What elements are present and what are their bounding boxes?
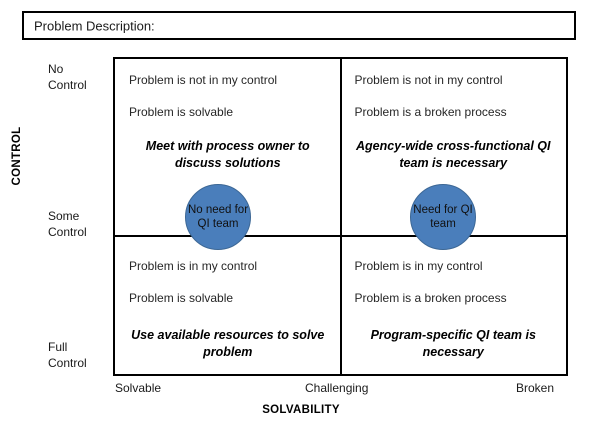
y-axis-tick-some-control-line1: Some Control — [48, 209, 87, 239]
quadrant-bottom-left[interactable]: Problem is in my control Problem is solv… — [115, 237, 341, 378]
y-axis-tick-no-control: No Control — [48, 62, 110, 93]
bubble-need-for-qi-team[interactable]: Need for QI team — [410, 184, 476, 250]
quadrant-bottom-left-condition-2: Problem is solvable — [129, 291, 234, 305]
x-axis-tick-broken: Broken — [516, 381, 555, 395]
y-axis-tick-full-control: Full Control — [48, 340, 110, 371]
horizontal-divider — [115, 235, 566, 237]
bubble-no-need-for-qi-team[interactable]: No need for QI team — [185, 184, 251, 250]
bubble-no-need-label: No need for QI team — [187, 203, 249, 230]
quadrant-bottom-left-condition-1: Problem is in my control — [129, 259, 258, 273]
quadrant-bottom-right-action: Program-specific QI team is necessary — [370, 328, 536, 359]
vertical-divider — [339, 59, 342, 374]
y-axis-tick-no-control-line1: No Control — [48, 62, 87, 92]
problem-description-label: Problem Description: — [34, 18, 155, 33]
quadrant-top-right-action: Agency-wide cross-functional QI team is … — [356, 139, 551, 170]
y-axis-tick-some-control: Some Control — [48, 209, 110, 240]
x-axis-tick-solvable: Solvable — [115, 381, 162, 395]
quadrant-top-left-condition-1: Problem is not in my control — [129, 73, 278, 87]
quadrant-top-left-action: Meet with process owner to discuss solut… — [145, 139, 310, 170]
quadrant-top-right-condition-2: Problem is a broken process — [354, 105, 507, 119]
quadrant-top-right-condition-1: Problem is not in my control — [354, 73, 503, 87]
quadrant-matrix: Problem is not in my control Problem is … — [113, 57, 568, 376]
x-axis-title: SOLVABILITY — [262, 404, 340, 416]
quadrant-top-left[interactable]: Problem is not in my control Problem is … — [115, 59, 341, 235]
bubble-need-label: Need for QI team — [413, 203, 473, 230]
y-axis-title: CONTROL — [11, 126, 23, 186]
quadrant-bottom-right[interactable]: Problem is in my control Problem is a br… — [341, 237, 567, 378]
quadrant-bottom-left-action: Use available resources to solve problem — [131, 328, 325, 359]
y-axis-tick-full-control-line1: Full Control — [48, 340, 87, 370]
quadrant-bottom-right-condition-2: Problem is a broken process — [354, 291, 507, 305]
quadrant-top-right[interactable]: Problem is not in my control Problem is … — [341, 59, 567, 235]
problem-description-box[interactable]: Problem Description: — [22, 11, 576, 40]
quadrant-top-left-condition-2: Problem is solvable — [129, 105, 234, 119]
quadrant-bottom-right-condition-1: Problem is in my control — [354, 259, 483, 273]
x-axis-tick-challenging: Challenging — [305, 381, 369, 395]
